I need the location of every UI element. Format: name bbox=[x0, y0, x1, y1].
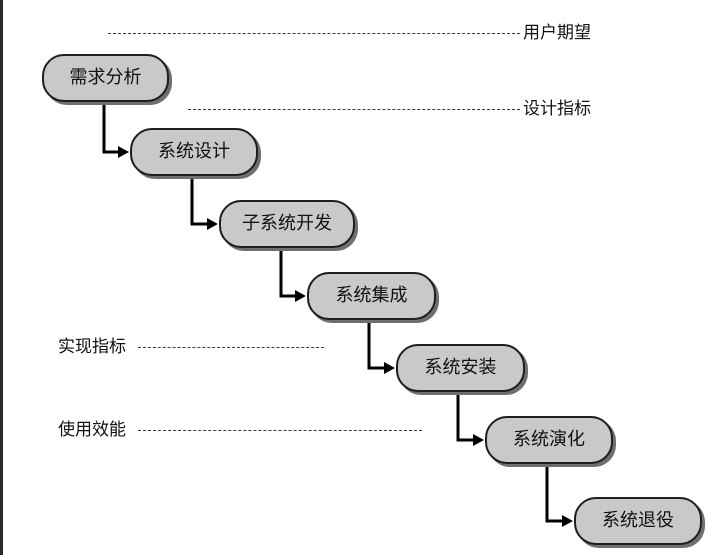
annotation-label: 设计指标 bbox=[523, 98, 591, 119]
connector-line bbox=[545, 464, 564, 523]
stage-system-retirement: 系统退役 bbox=[574, 497, 702, 545]
leader-line bbox=[138, 429, 422, 431]
annotation-design-spec: 设计指标 bbox=[188, 97, 591, 121]
connector-arrowhead bbox=[207, 218, 218, 230]
annotation-usage-effectiveness: 使用效能 bbox=[58, 418, 422, 442]
annotation-label: 使用效能 bbox=[58, 419, 126, 440]
annotation-label: 实现指标 bbox=[58, 336, 126, 357]
connector-line bbox=[190, 176, 209, 226]
stage-requirements-analysis: 需求分析 bbox=[42, 54, 169, 102]
left-border-line bbox=[0, 0, 3, 555]
stage-system-installation: 系统安装 bbox=[396, 344, 525, 392]
connector-line bbox=[456, 392, 475, 442]
stage-system-integration: 系统集成 bbox=[307, 272, 436, 320]
stage-system-design: 系统设计 bbox=[130, 128, 258, 176]
connector-arrowhead bbox=[295, 290, 306, 302]
leader-line bbox=[188, 108, 520, 110]
connector-line bbox=[102, 102, 120, 154]
connector-arrowhead bbox=[384, 362, 395, 374]
connector-arrowhead bbox=[118, 146, 129, 158]
annotation-label: 用户期望 bbox=[523, 22, 591, 43]
annotation-implementation-spec: 实现指标 bbox=[58, 335, 324, 359]
connector-arrowhead bbox=[473, 434, 484, 446]
stage-system-evolution: 系统演化 bbox=[485, 416, 613, 464]
annotation-user-expectation: 用户期望 bbox=[108, 21, 591, 45]
leader-line bbox=[138, 346, 324, 348]
connector-arrowhead bbox=[562, 515, 573, 527]
leader-line bbox=[108, 32, 520, 34]
connector-line bbox=[279, 248, 297, 298]
connector-line bbox=[367, 320, 386, 370]
stage-subsystem-development: 子系统开发 bbox=[219, 200, 355, 248]
